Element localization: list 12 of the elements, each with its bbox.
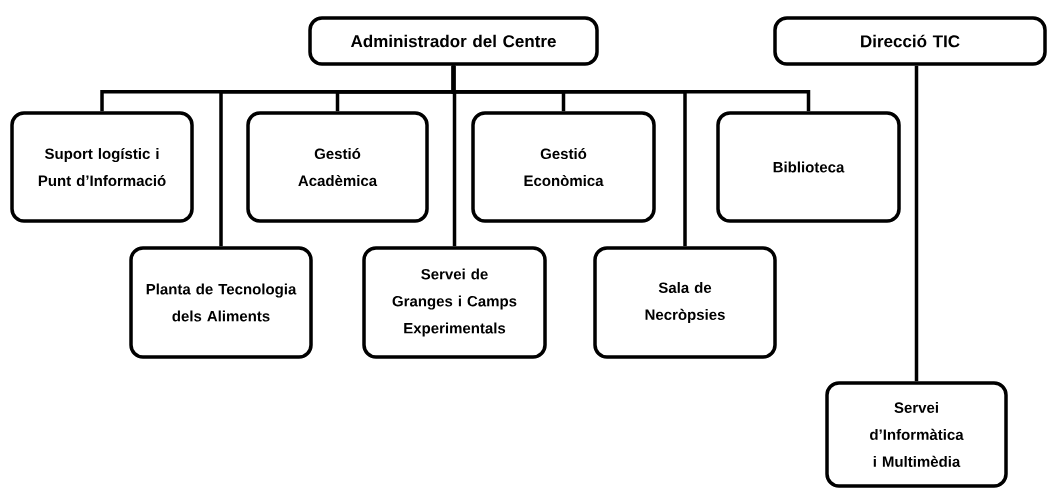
org-box: Biblioteca (716, 111, 901, 223)
connector-line (914, 65, 919, 382)
org-box: Direcció TIC (773, 16, 1047, 66)
org-box: Gestió Acadèmica (246, 111, 429, 223)
connector-line (451, 65, 811, 112)
org-box: Gestió Econòmica (471, 111, 656, 223)
org-box: Suport logístic i Punt d’Informació (10, 111, 194, 223)
org-box: Sala de Necròpsies (593, 246, 777, 359)
org-box: Administrador del Centre (308, 16, 599, 66)
org-box: Servei d’Informàtica i Multimèdia (825, 381, 1008, 488)
org-box: Planta de Tecnologia dels Aliments (129, 246, 313, 359)
org-box: Servei de Granges i Camps Experimentals (362, 246, 547, 359)
